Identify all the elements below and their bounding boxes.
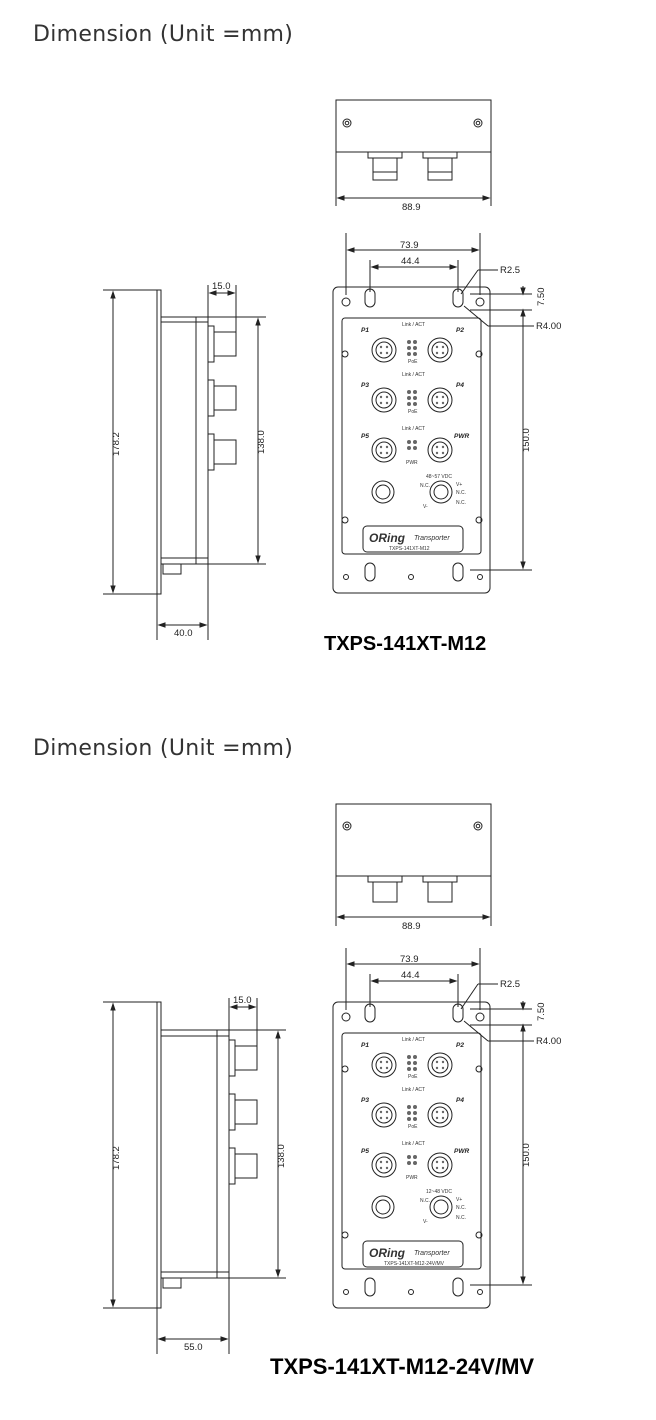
dim-radius-large: R4.00 <box>536 321 561 332</box>
port-label-p5-2: P5 <box>361 1148 369 1155</box>
dim-hole-outer: 73.9 <box>400 240 419 251</box>
led-label-3-2: Link / ACT <box>402 1141 425 1147</box>
poe-label-1: PoE <box>408 359 418 365</box>
dim-connector-depth: 15.0 <box>212 281 231 292</box>
dim-top-width: 88.9 <box>402 202 421 213</box>
pin-label-nc2: N.C. <box>456 490 466 496</box>
brand-logo: ORing <box>369 531 406 545</box>
pin-label-vplus-2: V+ <box>456 1197 462 1203</box>
dim-mount-height: 150.0 <box>521 428 532 452</box>
section-2-drawing: 88.9 73.9 44.4 R2.5 R4.00 7.50 150.0 178… <box>103 803 561 1354</box>
pin-label-nc1: N.C. <box>420 483 430 489</box>
led-label-2: Link / ACT <box>402 372 425 378</box>
poe-label-2-2: PoE <box>408 1124 418 1130</box>
pin-label-nc2-2: N.C. <box>456 1205 466 1211</box>
led-label-3: Link / ACT <box>402 426 425 432</box>
led-label-1: Link / ACT <box>402 322 425 328</box>
section-1-drawing: 88.9 73.9 44.4 R2.5 R4.00 7.50 150.0 178… <box>103 99 561 640</box>
dim-top-offset: 7.50 <box>536 288 547 307</box>
pwr-led-label-2: PWR <box>406 1175 418 1181</box>
dim-hole-inner-2: 44.4 <box>401 970 420 981</box>
port-label-pwr: PWR <box>454 433 469 440</box>
port-label-p2-2: P2 <box>456 1042 464 1049</box>
port-label-p3-2: P3 <box>361 1097 369 1104</box>
pin-label-vminus: V- <box>423 504 428 510</box>
dim-total-height: 178.2 <box>111 432 122 456</box>
port-label-p1: P1 <box>361 327 369 334</box>
dim-hole-inner: 44.4 <box>401 256 420 267</box>
dim-total-height-2: 178.2 <box>111 1146 122 1170</box>
section-2-heading: Dimension (Unit =mm) <box>33 736 294 761</box>
plate-model: TXPS-141XT-M12 <box>389 546 430 552</box>
port-label-p2: P2 <box>456 327 464 334</box>
port-label-pwr-2: PWR <box>454 1148 469 1155</box>
pwr-led-label: PWR <box>406 460 418 466</box>
brand-logo-2: ORing <box>369 1246 406 1260</box>
voltage-label-2: 12~48 VDC <box>426 1189 452 1195</box>
led-label-1-2: Link / ACT <box>402 1037 425 1043</box>
pin-label-nc3: N.C. <box>456 500 466 506</box>
port-label-p4-2: P4 <box>456 1097 464 1104</box>
section-2-model: TXPS-141XT-M12-24V/MV <box>270 1354 535 1379</box>
port-label-p4: P4 <box>456 382 464 389</box>
poe-label-1-2: PoE <box>408 1074 418 1080</box>
dim-depth: 40.0 <box>174 628 193 639</box>
dim-connector-depth-2: 15.0 <box>233 995 252 1006</box>
brand-sub-2: Transporter <box>414 1250 450 1257</box>
dim-mount-height-2: 150.0 <box>521 1143 532 1167</box>
brand-sub: Transporter <box>414 535 450 542</box>
led-label-2-2: Link / ACT <box>402 1087 425 1093</box>
dim-hole-outer-2: 73.9 <box>400 954 419 965</box>
dim-depth-2: 55.0 <box>184 1342 203 1353</box>
dim-radius-small: R2.5 <box>500 265 520 276</box>
dim-body-height: 138.0 <box>256 430 267 454</box>
plate-model-2: TXPS-141XT-M12-24V/MV <box>384 1261 445 1267</box>
dim-top-width-2: 88.9 <box>402 921 421 932</box>
poe-label-2: PoE <box>408 409 418 415</box>
port-label-p1-2: P1 <box>361 1042 369 1049</box>
port-label-p5: P5 <box>361 433 369 440</box>
port-label-p3: P3 <box>361 382 369 389</box>
pin-label-vplus: V+ <box>456 482 462 488</box>
dim-radius-small-2: R2.5 <box>500 979 520 990</box>
pin-label-nc1-2: N.C. <box>420 1198 430 1204</box>
section-1-model: TXPS-141XT-M12 <box>324 633 487 655</box>
pin-label-nc3-2: N.C. <box>456 1215 466 1221</box>
dim-top-offset-2: 7.50 <box>536 1003 547 1022</box>
pin-label-vminus-2: V- <box>423 1219 428 1225</box>
voltage-label: 48~57 VDC <box>426 474 452 480</box>
dim-radius-large-2: R4.00 <box>536 1036 561 1047</box>
dim-body-height-2: 138.0 <box>276 1144 287 1168</box>
section-1-heading: Dimension (Unit =mm) <box>33 22 294 47</box>
